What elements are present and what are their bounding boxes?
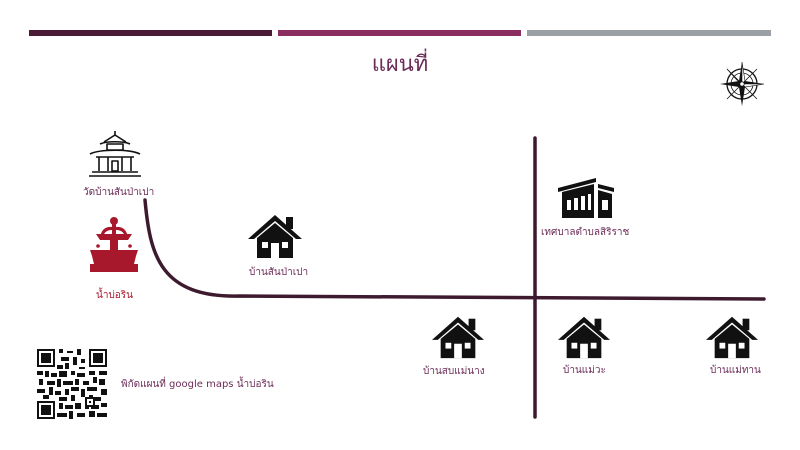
label-village-maetan: บ้านแม่ทาน xyxy=(710,365,761,376)
qr-caption: พิกัดแผนที่ google maps น้ำบ่อริน xyxy=(121,379,274,390)
house-icon xyxy=(558,316,610,359)
road-west-curve xyxy=(143,198,766,301)
factory-icon xyxy=(558,178,614,218)
header-bar-3 xyxy=(527,30,771,36)
house-icon xyxy=(248,215,302,258)
label-municipality: เทศบาลตำบลสิริราช xyxy=(541,227,630,238)
page-title: แผนที่ xyxy=(371,52,429,77)
label-village-sobmaenang: บ้านสบแม่นาง xyxy=(423,366,485,377)
fountain-icon xyxy=(90,217,138,272)
compass-icon xyxy=(720,61,765,106)
label-village-sanpapao: บ้านสันป่าเปา xyxy=(249,267,309,278)
house-icon xyxy=(432,316,484,359)
label-village-maewa: บ้านแม่วะ xyxy=(563,365,606,376)
qr-code[interactable] xyxy=(37,349,107,419)
header-bar-2 xyxy=(278,30,521,36)
label-temple: วัดบ้านสันป่าเปา xyxy=(83,187,155,198)
house-icon xyxy=(706,316,758,359)
header-bar-1 xyxy=(29,30,272,36)
label-fountain: น้ำบ่อริน xyxy=(96,290,134,301)
temple-icon xyxy=(89,131,141,177)
